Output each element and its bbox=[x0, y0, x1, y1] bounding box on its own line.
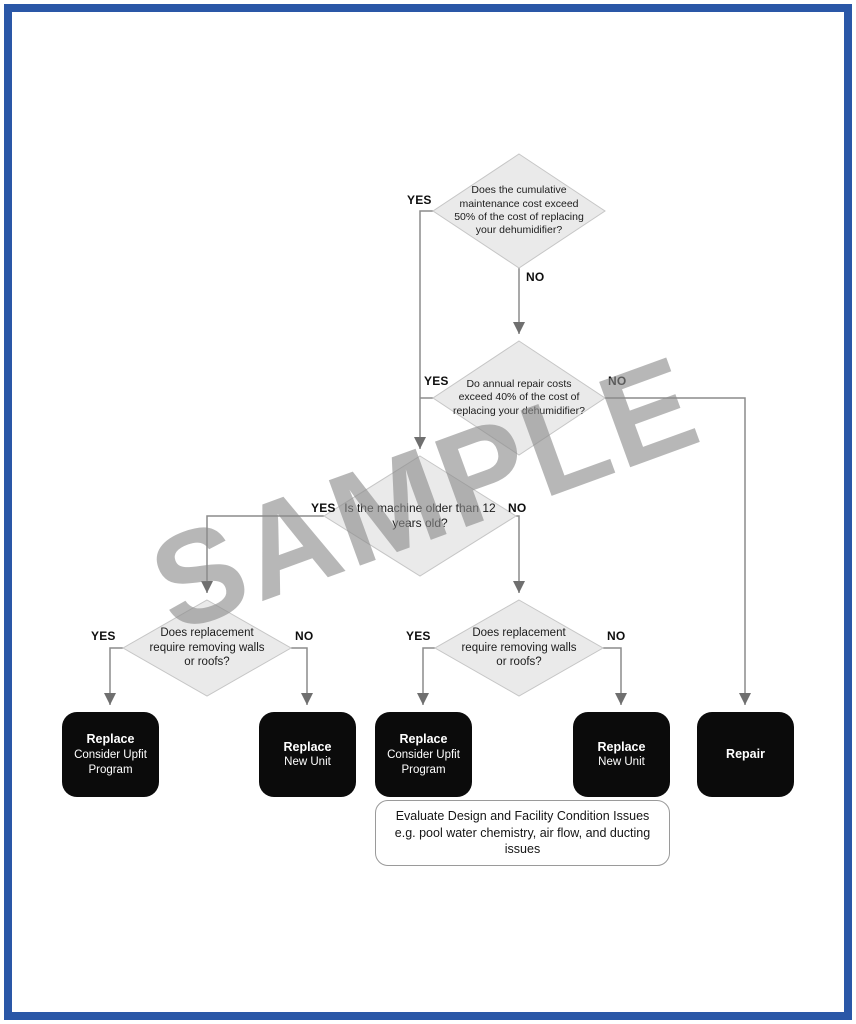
terminal-repair: Repair bbox=[697, 712, 794, 797]
decision-maintenance-cost: Does the cumulative maintenance cost exc… bbox=[434, 154, 604, 268]
terminal-replace-upfit: Replace Consider Upfit Program bbox=[62, 712, 159, 797]
terminal-replace-upfit-2: Replace Consider Upfit Program bbox=[375, 712, 472, 797]
decision-machine-age: Is the machine older than 12 years old? bbox=[324, 456, 516, 576]
decision-text: Is the machine older than 12 years old? bbox=[344, 500, 496, 530]
decision-text: Do annual repair costs exceed 40% of the… bbox=[453, 377, 585, 417]
terminal-title: Replace bbox=[283, 739, 332, 754]
decision-text: Does replacement require removing walls … bbox=[461, 626, 577, 669]
connector bbox=[603, 647, 627, 705]
decision-diamond-shape bbox=[121, 599, 293, 697]
yes-label: YES bbox=[406, 629, 431, 643]
connector bbox=[414, 210, 433, 449]
decision-diamond-shape bbox=[323, 455, 517, 577]
terminal-subtitle: Consider Upfit Program bbox=[74, 748, 147, 776]
connector bbox=[291, 647, 313, 705]
decision-diamond-shape bbox=[432, 340, 606, 456]
note-text: Evaluate Design and Facility Condition I… bbox=[394, 808, 651, 857]
yes-label: YES bbox=[311, 501, 336, 515]
decision-text: Does replacement require removing walls … bbox=[149, 626, 265, 669]
no-label: NO bbox=[608, 374, 627, 388]
decision-walls-left: Does replacement require removing walls … bbox=[123, 600, 291, 696]
terminal-title: Replace bbox=[597, 739, 646, 754]
connector bbox=[513, 515, 525, 593]
terminal-subtitle: New Unit bbox=[284, 756, 331, 769]
connector bbox=[201, 515, 324, 593]
decision-repair-cost: Do annual repair costs exceed 40% of the… bbox=[434, 341, 604, 455]
no-label: NO bbox=[607, 629, 626, 643]
note-box: Evaluate Design and Facility Condition I… bbox=[375, 800, 670, 866]
decision-walls-right: Does replacement require removing walls … bbox=[435, 600, 603, 696]
terminal-title: Replace bbox=[86, 732, 135, 747]
no-label: NO bbox=[526, 270, 545, 284]
no-label: NO bbox=[508, 501, 527, 515]
decision-diamond-shape bbox=[432, 153, 606, 269]
yes-label: YES bbox=[407, 193, 432, 207]
terminal-replace-new-unit: Replace New Unit bbox=[259, 712, 356, 797]
terminal-subtitle: New Unit bbox=[598, 756, 645, 769]
terminal-replace-new-unit-2: Replace New Unit bbox=[573, 712, 670, 797]
decision-diamond-shape bbox=[433, 599, 605, 697]
connector bbox=[417, 647, 435, 705]
terminal-subtitle: Consider Upfit Program bbox=[387, 748, 460, 776]
decision-text: Does the cumulative maintenance cost exc… bbox=[454, 184, 584, 237]
no-label: NO bbox=[295, 629, 314, 643]
yes-label: YES bbox=[91, 629, 116, 643]
yes-label: YES bbox=[424, 374, 449, 388]
terminal-title: Replace bbox=[399, 732, 448, 747]
connector bbox=[104, 647, 123, 705]
connector bbox=[605, 397, 751, 705]
terminal-title: Repair bbox=[726, 747, 765, 762]
